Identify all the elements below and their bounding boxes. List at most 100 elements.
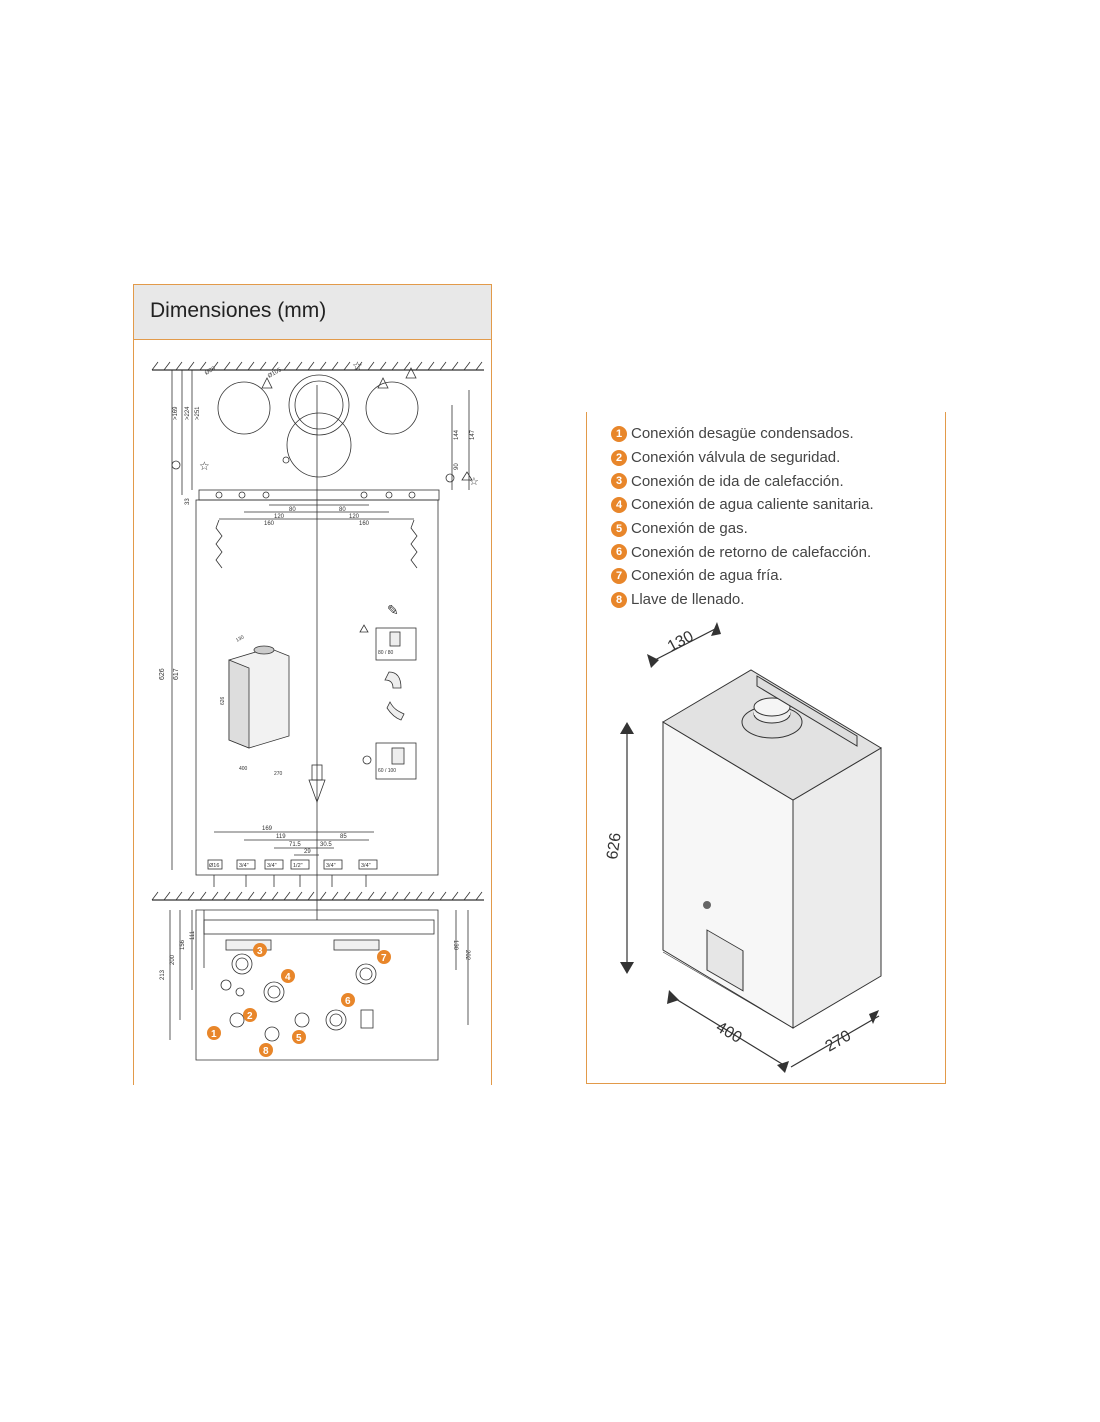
- spacing-b: 80: [339, 507, 346, 513]
- pipe-size-2: 3/4": [239, 863, 249, 869]
- marker-1: 1: [211, 1029, 217, 1040]
- marker-2: 2: [247, 1011, 253, 1022]
- legend-number: 2: [611, 449, 627, 466]
- legend-text: Conexión de ida de calefacción.: [631, 472, 844, 490]
- dim-v6: 617: [173, 668, 180, 680]
- legend-text: Conexión de agua fría.: [631, 567, 783, 585]
- legend-number: 3: [611, 473, 627, 490]
- technical-drawing: Ø80 Ø105 ☆ >169 >224 >251 33 626 617 ☆ 1…: [151, 359, 484, 1061]
- kit-label-2: 60 / 100: [378, 768, 396, 774]
- pipe-size-3: 3/4": [267, 863, 277, 869]
- boiler-front-outline: [195, 385, 439, 920]
- spacing-c: 120: [274, 514, 285, 520]
- dim-top-depth: 130: [665, 628, 697, 656]
- legend-number: 4: [611, 496, 627, 513]
- dim-depth: 270: [823, 1027, 855, 1055]
- panel-header: Dimensiones (mm): [134, 285, 491, 340]
- svg-text:☆: ☆: [352, 359, 363, 373]
- marker-3: 3: [257, 946, 263, 957]
- spacing-a: 80: [289, 507, 296, 513]
- flue-kits: ✎ 80 / 80 60 / 100: [359, 602, 417, 780]
- dim-v2: >224: [185, 406, 191, 420]
- legend-text: Conexión de retorno de calefacción.: [631, 543, 872, 561]
- connection-markers: 1 2 3 4 5 6 7 8: [207, 943, 391, 1057]
- marker-6: 6: [345, 996, 351, 1007]
- legend-text: Llave de llenado.: [631, 591, 745, 609]
- svg-text:☆: ☆: [199, 459, 210, 473]
- legend-number: 5: [611, 520, 627, 537]
- dimensions-panel: Dimensiones (mm) Ø80 Ø105 ☆ >16: [133, 284, 492, 1085]
- legend-number: 7: [611, 567, 627, 584]
- marker-8: 8: [263, 1046, 269, 1057]
- svg-text:✎: ✎: [387, 602, 399, 618]
- dim-v4: 33: [185, 498, 191, 505]
- dim-v8: 144: [454, 429, 460, 440]
- bottom-a: 169: [262, 826, 273, 832]
- underside-view: 111 156 200 213 130 202: [160, 909, 470, 1061]
- under-dim-3: 200: [170, 954, 176, 965]
- marker-5: 5: [296, 1033, 302, 1044]
- under-dim-1: 111: [190, 930, 196, 940]
- mini-dim-h: 626: [220, 696, 226, 705]
- right-dimensions: 147 144 90 ☆: [445, 390, 479, 490]
- pipe-size-1: Ø16: [209, 863, 219, 869]
- kit-label-1: 80 / 80: [378, 650, 394, 656]
- dim-v3: >251: [195, 406, 201, 420]
- flue-outlets: Ø80 Ø105 ☆: [204, 359, 419, 478]
- pipe-size-5: 3/4": [326, 863, 336, 869]
- dimension-arrows: [620, 622, 880, 1073]
- mini-dim-d: 270: [274, 771, 283, 777]
- legend-number: 8: [611, 591, 627, 608]
- bottom-c: 85: [340, 834, 347, 840]
- marker-4: 4: [285, 972, 291, 983]
- vertical-dimensions: >169 >224 >251 33 626 617 ☆: [159, 370, 210, 870]
- dim-v5: 626: [159, 668, 166, 680]
- under-dim-5: 130: [452, 940, 458, 951]
- legend-text: Conexión de gas.: [631, 520, 748, 538]
- dim-v9: 90: [454, 463, 460, 470]
- legend-number: 6: [611, 544, 627, 561]
- mounting-bracket: 80 80 120 120 160 160: [198, 489, 440, 527]
- marker-7: 7: [381, 953, 387, 964]
- pipe-size-6: 3/4": [361, 863, 371, 869]
- ceiling-hatch-bottom: [151, 891, 484, 901]
- legend-text: Conexión válvula de seguridad.: [631, 449, 841, 467]
- legend-number: 1: [611, 425, 627, 442]
- dim-v7: 147: [470, 429, 476, 440]
- spacing-d: 120: [349, 514, 360, 520]
- mini-dim-t: 130: [235, 634, 245, 643]
- flue-label-1: Ø80: [204, 366, 217, 377]
- under-dim-4: 213: [160, 969, 166, 980]
- bottom-d: 71.5: [289, 842, 301, 848]
- dim-width: 400: [713, 1019, 745, 1047]
- under-dim-6: 202: [464, 950, 470, 961]
- panel-title: Dimensiones (mm): [150, 299, 327, 322]
- bottom-e: 30.5: [320, 842, 332, 848]
- bottom-dimensions: 169 119 85 71.5 30.5 29 Ø16 3/4" 3/4" 1/…: [207, 826, 378, 887]
- dim-v1: >169: [173, 406, 179, 420]
- pipe-size-4: 1/2": [293, 863, 303, 869]
- svg-text:☆: ☆: [469, 476, 479, 488]
- ceiling-hatch-top: [151, 361, 484, 371]
- bottom-b: 119: [276, 834, 286, 840]
- mini-dim-w: 400: [239, 766, 248, 772]
- bottom-f: 29: [304, 849, 311, 855]
- boiler-3d-view: 130 626 400 270: [604, 622, 882, 1073]
- legend-text: Conexión de agua caliente sanitaria.: [631, 496, 874, 514]
- spacing-e: 160: [264, 521, 275, 527]
- under-dim-2: 156: [180, 939, 186, 950]
- mini-boiler-view: 400 270 626 130: [220, 634, 290, 777]
- flue-label-2: Ø105: [267, 367, 283, 380]
- spacing-f: 160: [359, 521, 370, 527]
- legend-text: Conexión desagüe condensados.: [631, 425, 854, 443]
